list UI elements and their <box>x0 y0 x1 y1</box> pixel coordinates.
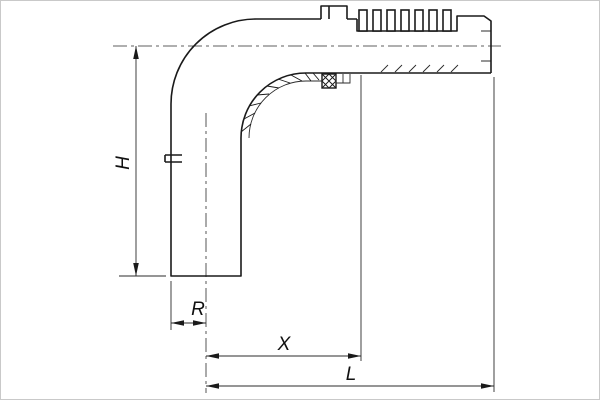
barb-tooth <box>372 9 382 32</box>
hatch-strokes <box>240 72 320 133</box>
barb-tooth <box>386 9 396 32</box>
elbow-outline <box>170 18 307 277</box>
arrow-left-icon <box>206 383 219 389</box>
arrow-right-icon <box>348 353 361 359</box>
stop-collar <box>320 5 348 19</box>
arrow-left-icon <box>171 320 184 326</box>
barb-tooth <box>428 9 438 32</box>
arrow-up-icon <box>133 46 139 59</box>
centerlines <box>113 45 501 393</box>
bore-lines <box>481 30 491 62</box>
dimension-h: H <box>113 46 166 277</box>
serration-root-and-nose <box>356 15 492 73</box>
barb-tooth <box>358 9 368 32</box>
barb-ticks-lower <box>380 64 459 73</box>
inner-sleeve-line <box>248 80 322 139</box>
dimension-l: L <box>206 77 495 392</box>
section-hatch <box>240 72 322 139</box>
washer-outline <box>335 74 351 84</box>
vertical-tube-collar <box>164 154 182 163</box>
hose-barb-serrations <box>356 9 492 73</box>
o-ring-seal <box>321 73 351 89</box>
dimension-label-l: L <box>346 364 357 385</box>
arrow-left-icon <box>206 353 219 359</box>
stop-collar-outline <box>320 5 348 19</box>
fitting-body <box>164 18 491 277</box>
arrow-down-icon <box>133 263 139 276</box>
arrow-right-icon <box>481 383 494 389</box>
dimension-label-h: H <box>113 156 134 170</box>
dimension-r: R <box>170 281 206 330</box>
arrow-right-icon <box>193 320 206 326</box>
dimension-x: X <box>206 75 362 361</box>
barb-tooth <box>400 9 410 32</box>
dimension-label-x: X <box>277 334 292 355</box>
barb-tooth <box>442 9 452 32</box>
barb-tooth <box>414 9 424 32</box>
dimension-label-r: R <box>191 299 205 320</box>
o-ring-crosshatch <box>321 73 337 89</box>
